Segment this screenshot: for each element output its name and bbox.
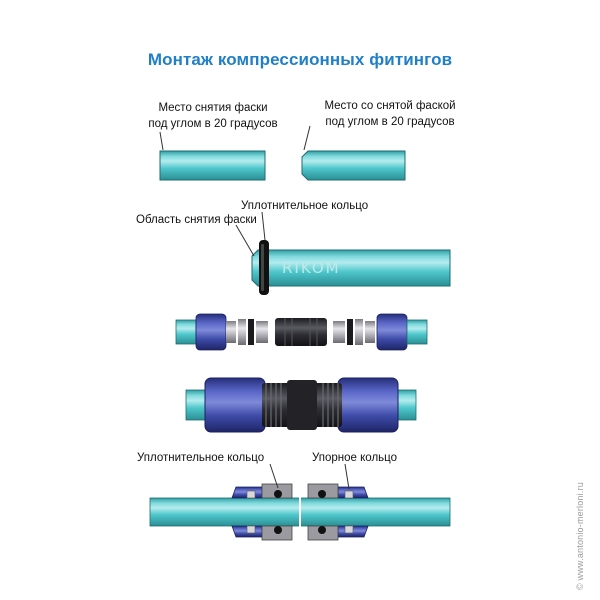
fitting-assembled [185,377,417,433]
page-title: Монтаж компрессионных фитингов [147,50,453,69]
pipe-end-right [406,319,428,345]
section-sealing-ring-right-top [318,490,326,498]
chamfer-area-label: Область снятия фаски [136,214,257,226]
chamfered-place-label: Место со снятой фаской под углом в 20 гр… [324,100,456,128]
section-sealing-ring-left-bottom [274,526,282,534]
section-thrust-ring [344,490,354,499]
sealing-ring-top-label: Уплотнительное кольцо [241,200,369,212]
fitting-exploded [175,313,428,351]
fitting-cross-section [149,483,451,541]
pipe-before-chamfer [159,150,266,181]
pipe-end-left [175,319,197,345]
thrust-ring-left [238,319,246,345]
assembled-nut-left [204,377,266,433]
leader-sealing-ring-top [261,211,266,241]
nut-left [195,313,227,351]
section-sealing-ring-left-top [274,490,282,498]
nut-right [376,313,408,351]
thrust-ring-label: Упорное кольцо [312,452,398,464]
leader-sealing-ring-bottom [269,463,279,489]
fitting-body [275,318,327,346]
leader-chamfer-area [235,224,255,257]
leader-thrust-ring [344,463,350,490]
leader-chamfered-place [303,125,311,151]
chamfer-place-label: Место снятия фаски под углом в 20 градус… [148,102,278,130]
leader-chamfer-place [159,131,164,151]
assembled-nut-right [337,377,399,433]
thrust-ring-right [355,319,363,345]
pipe-after-chamfer [301,150,406,181]
pipe-brand-text: RIKOM [282,259,341,277]
sealing-ring-bottom-label: Уплотнительное кольцо [137,452,265,464]
pipe-with-sealing-ring: RIKOM [251,240,451,295]
section-sealing-ring-right-bottom [318,526,326,534]
